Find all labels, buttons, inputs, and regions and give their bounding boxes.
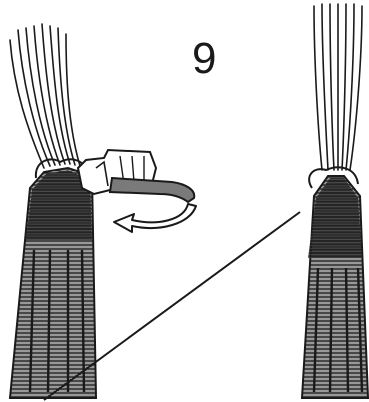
curved-arrow-left-icon <box>114 204 196 232</box>
right-suspension-lines <box>314 4 362 170</box>
left-suspension-lines <box>10 24 80 168</box>
left-riser-webbing <box>10 168 96 398</box>
tape-strap <box>110 178 194 202</box>
right-riser-webbing <box>302 176 368 398</box>
step-number: 9 <box>192 34 252 84</box>
